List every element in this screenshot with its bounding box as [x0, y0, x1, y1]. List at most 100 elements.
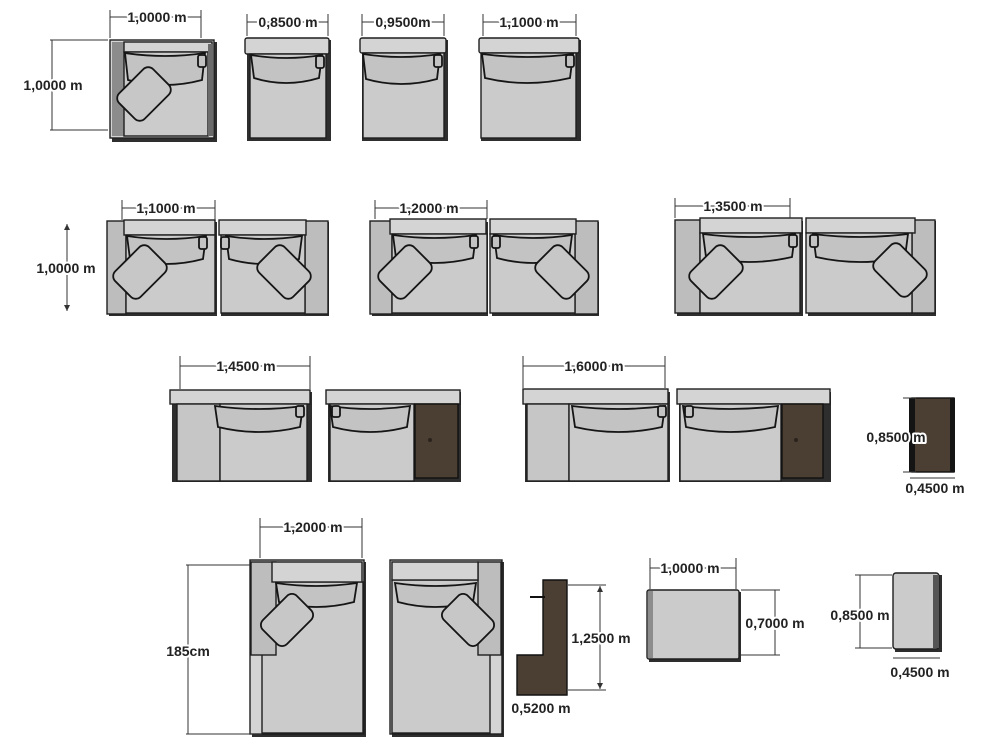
back-rail: [676, 388, 831, 405]
ottoman-top: [646, 589, 740, 660]
ottoman: [646, 589, 741, 662]
dimension-label: 185cm: [166, 643, 210, 659]
dimension-pair-a-width: 1,1000 m: [121, 198, 216, 220]
side-panel: [526, 403, 570, 482]
dimension-armless-085: 0,8500 m: [246, 12, 329, 36]
dimension-ottoman-width: 1,0000 m: [649, 558, 737, 589]
back-cushion: [213, 404, 305, 433]
dimension-label: 0,5200 m: [511, 700, 570, 716]
back-rail: [478, 37, 580, 54]
dimension-row2-depth: 1,0000 m: [34, 224, 98, 311]
cushion-knob: [809, 234, 819, 248]
chaise-module-right: [389, 559, 504, 737]
dimension-pouf-depth: 0,8500 m: [828, 574, 892, 649]
cushion-knob: [295, 405, 305, 418]
dimension-panel-height: 1,2500 m: [568, 584, 633, 691]
cushion-knob: [315, 55, 325, 69]
cushion-knob: [197, 54, 207, 68]
dimension-label: 1,2500 m: [571, 630, 630, 646]
wood-back-panel: [516, 579, 568, 696]
throw-pillow: [377, 244, 433, 300]
cushion-knob: [198, 236, 208, 250]
dimension-pair-c-width: 1,3500 m: [674, 196, 791, 218]
dimension-label: 1,4500 m: [216, 358, 275, 374]
dimension-label: 0,4500 m: [905, 480, 964, 496]
dimension-label: 1,2000 m: [283, 519, 342, 535]
arm-module-right-135: [805, 217, 936, 316]
back-rail: [699, 217, 803, 234]
side-module-160: [522, 388, 670, 482]
back-rail: [325, 389, 461, 405]
dimension-chaise-width: 1,2000 m: [259, 517, 363, 558]
back-rail: [218, 219, 307, 236]
back-cushion: [249, 53, 324, 84]
wood-side-table: [414, 403, 459, 479]
throw-pillow: [112, 244, 168, 300]
throw-pillow: [116, 66, 172, 122]
dimension-group-b-width: 1,6000 m: [522, 356, 666, 388]
right-shadow-band: [208, 44, 213, 136]
table-module-160: [676, 388, 831, 482]
chaise-module-left: [249, 559, 366, 737]
dimension-side-table-width: 0,4500 m: [903, 477, 967, 498]
cushion-knob: [788, 234, 798, 248]
dimension-label: 0,8500 m: [830, 607, 889, 623]
dimension-pouf-width: 0,4500 m: [888, 657, 952, 682]
cushion-knob: [331, 405, 341, 418]
pouf: [892, 572, 942, 652]
side-panel: [176, 403, 221, 482]
table-left-edge: [909, 398, 915, 472]
side-module-145: [169, 389, 312, 482]
ottoman-edge: [648, 591, 653, 658]
wood-side-table-standalone: [909, 397, 955, 473]
back-cushion: [361, 52, 442, 85]
back-cushion: [681, 404, 780, 433]
armless-module-110: [478, 37, 581, 141]
back-rail: [522, 388, 669, 405]
dimension-label: 1,1000 m: [136, 200, 195, 216]
dimension-label: 1,3500 m: [703, 198, 762, 214]
pouf-edge: [933, 575, 939, 648]
table-module-145: [325, 389, 461, 482]
dimension-label: 0,7000 m: [745, 615, 804, 631]
back-rail: [169, 389, 311, 405]
dimension-label: 0,8500 m: [866, 429, 925, 445]
back-rail: [391, 561, 479, 581]
pouf-top: [892, 572, 940, 650]
dimension-label: 1,6000 m: [564, 358, 623, 374]
right-arm: [304, 220, 329, 315]
throw-pillow: [441, 593, 495, 647]
throw-pillow: [256, 244, 312, 300]
dimension-corner-depth: 1,0000 m: [21, 39, 108, 131]
dimension-label: 1,0000 m: [23, 77, 82, 93]
back-rail: [359, 37, 447, 54]
wood-knob: [794, 438, 798, 442]
arm-module-right-120: [489, 218, 599, 316]
back-rail: [271, 561, 363, 583]
left-side-band: [112, 42, 124, 136]
cushion-knob: [657, 405, 667, 418]
dimension-pair-b-width: 1,2000 m: [374, 198, 488, 219]
dimension-label: 1,0000 m: [36, 260, 95, 276]
back-rail: [123, 219, 216, 236]
back-cushion: [328, 404, 412, 433]
l-shaped-panel: [516, 579, 568, 696]
throw-pillow: [534, 244, 590, 300]
dimension-label: 0,9500m: [375, 14, 430, 30]
dimension-label: 1,1000 m: [499, 14, 558, 30]
arm-module-left-135: [674, 217, 803, 316]
cushion-knob: [684, 405, 694, 418]
back-rail: [805, 217, 916, 234]
cushion-knob: [491, 235, 501, 249]
armless-module-095: [359, 37, 448, 141]
armless-module-085: [244, 37, 331, 141]
cushion-knob: [469, 235, 479, 249]
throw-pillow: [260, 593, 314, 647]
back-rail: [123, 41, 213, 53]
dimension-label: 0,4500 m: [890, 664, 949, 680]
cushion-knob: [220, 236, 230, 250]
dimension-corner-width: 1,0000 m: [109, 7, 202, 38]
back-cushion: [480, 52, 575, 84]
throw-pillow: [872, 242, 928, 298]
